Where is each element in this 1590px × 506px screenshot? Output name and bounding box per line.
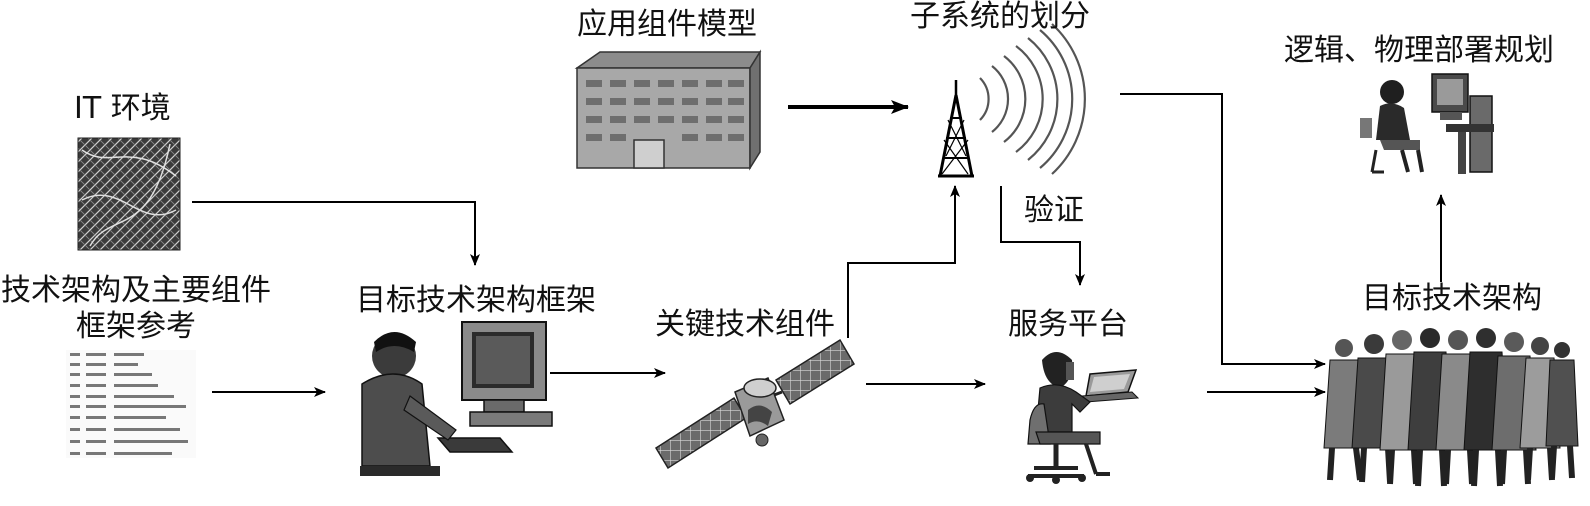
person [1545, 342, 1579, 479]
label-target-tech-arch-framework: 目标技术架构框架 [356, 283, 596, 318]
connectors [192, 93, 1446, 397]
label-tech-arch-ref-line2: 框架参考 [76, 309, 196, 344]
label-verification: 验证 [1024, 193, 1084, 228]
label-subsystem-partition: 子系统的划分 [910, 0, 1090, 34]
label-app-component-model: 应用组件模型 [577, 7, 757, 42]
computer-desk-worker-icon [1360, 73, 1494, 174]
label-service-platform: 服务平台 [1008, 307, 1128, 342]
arrow-components-to-tower [847, 185, 960, 338]
building-icon [574, 49, 762, 171]
arrow-it-env-to-framework [192, 201, 480, 266]
people-group-icon [1323, 328, 1579, 487]
label-key-tech-components: 关键技术组件 [655, 307, 835, 342]
document-list-icon [66, 350, 196, 458]
label-tech-arch-ref-line1: 技术架构及主要组件 [1, 273, 271, 308]
computer-user-icon [360, 321, 553, 476]
arrow-tower-verify-to-platform [1000, 186, 1085, 286]
label-target-tech-arch: 目标技术架构 [1362, 281, 1542, 316]
arrow-subsystem-to-target [1120, 93, 1326, 369]
phone-desk-worker-icon [1026, 352, 1140, 484]
network-texture-icon [77, 137, 181, 251]
label-it-environment: IT 环境 [74, 91, 171, 126]
satellite-icon [654, 338, 856, 470]
radio-tower-icon [938, 23, 1086, 178]
label-logical-physical-deployment: 逻辑、物理部署规划 [1284, 33, 1554, 68]
